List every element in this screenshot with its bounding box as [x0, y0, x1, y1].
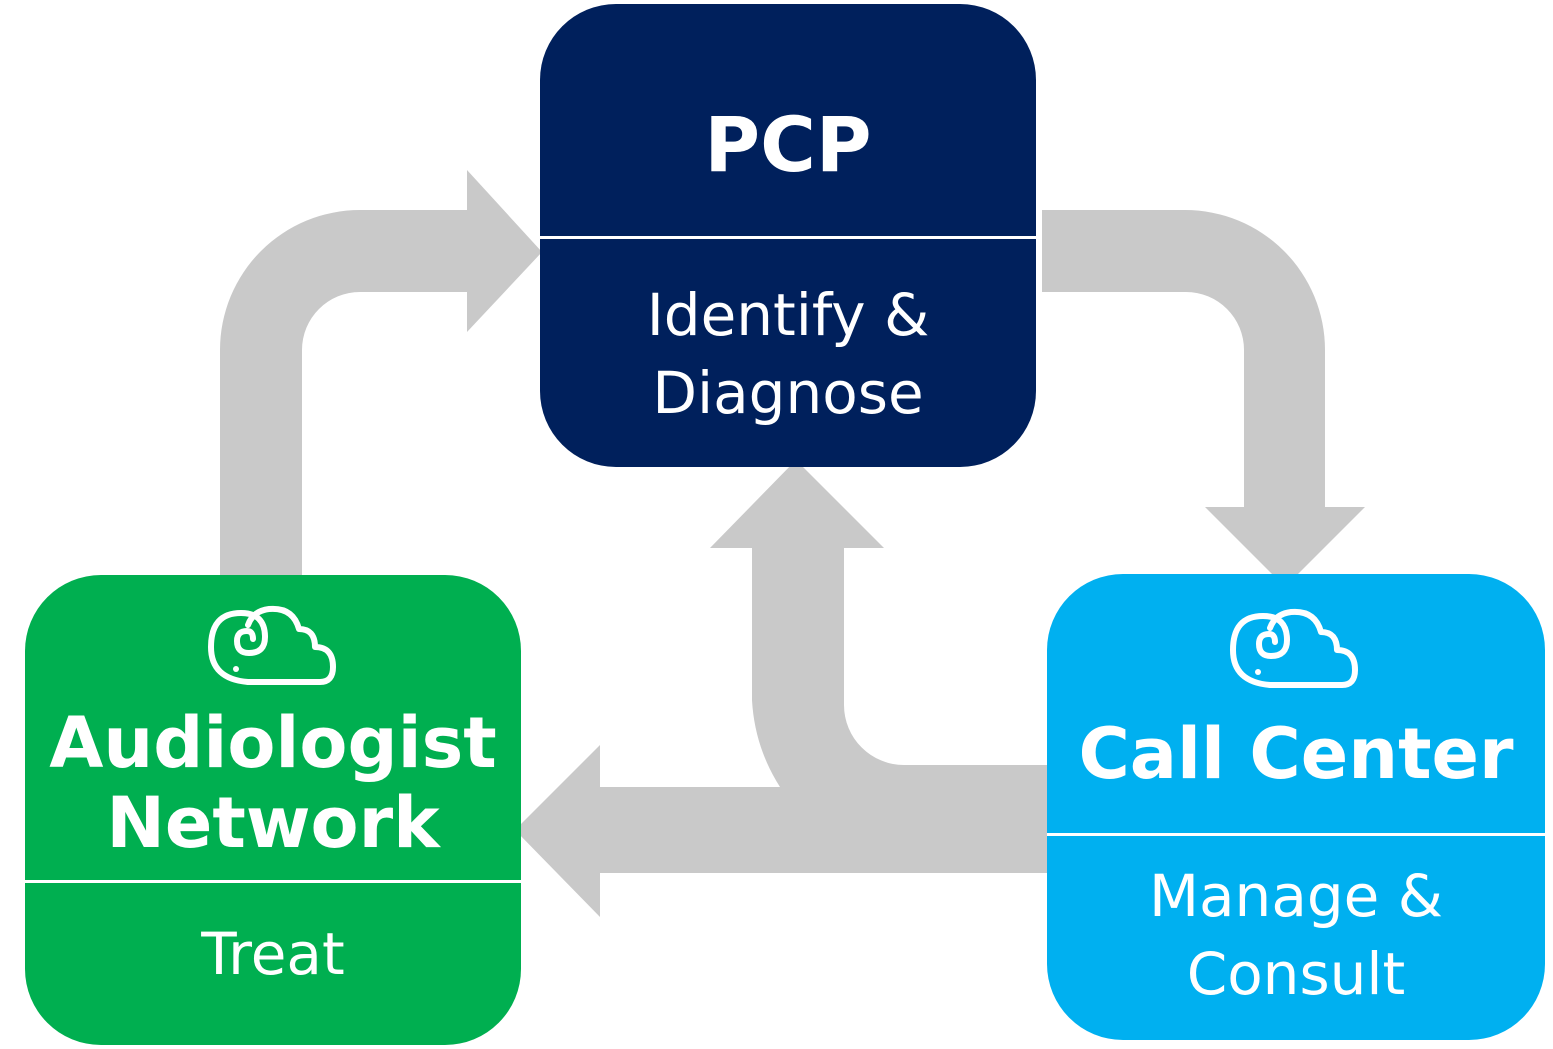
arrow-call-center-to-pcp-and-audiologist	[515, 460, 1050, 917]
audiologist-title: Audiologist Network	[49, 702, 497, 864]
call-center-node: Call Center Manage & Consult	[1047, 574, 1545, 1040]
audiologist-subtitle: Treat	[201, 920, 345, 988]
pcp-title: PCP	[704, 100, 872, 189]
arrow-audiologist-to-pcp	[220, 170, 542, 576]
arrow-pcp-to-call-center	[1042, 210, 1365, 587]
audiologist-divider	[25, 880, 521, 883]
pcp-subtitle: Identify & Diagnose	[646, 281, 930, 427]
call-center-title: Call Center	[1078, 713, 1514, 795]
ear-cloud-icon	[208, 605, 336, 685]
call-center-divider	[1047, 833, 1545, 836]
call-center-subtitle: Manage & Consult	[1148, 862, 1444, 1008]
pcp-node: PCP Identify & Diagnose	[540, 4, 1036, 467]
audiologist-node: Audiologist Network Treat	[25, 575, 521, 1045]
pcp-divider	[540, 236, 1036, 239]
ear-cloud-icon	[1230, 608, 1358, 688]
